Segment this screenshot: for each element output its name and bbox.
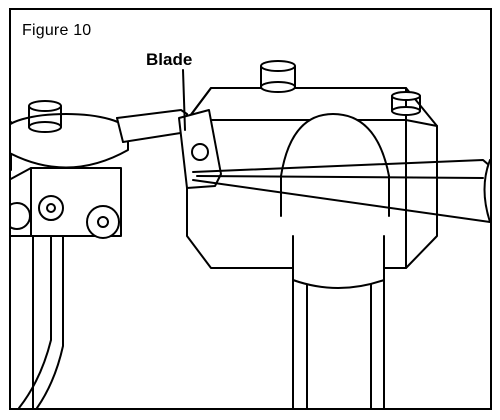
blade-callout-label: Blade	[146, 50, 193, 69]
top-screw-left	[260, 60, 296, 93]
top-screw-right	[391, 91, 421, 116]
left-disk	[11, 100, 129, 171]
blade-leader-line	[182, 69, 186, 131]
figure-number-label: Figure 10	[22, 22, 92, 39]
connecting-arm	[116, 109, 188, 143]
support-post	[292, 267, 385, 408]
stand-legs	[18, 235, 64, 408]
mounting-block	[186, 87, 438, 289]
roller-bracket	[11, 167, 122, 239]
figure-frame: Figure 10 Blade	[9, 8, 492, 410]
blade-assembly-illustration	[11, 60, 490, 408]
blade	[178, 109, 222, 189]
tweezers-tool	[192, 159, 490, 223]
